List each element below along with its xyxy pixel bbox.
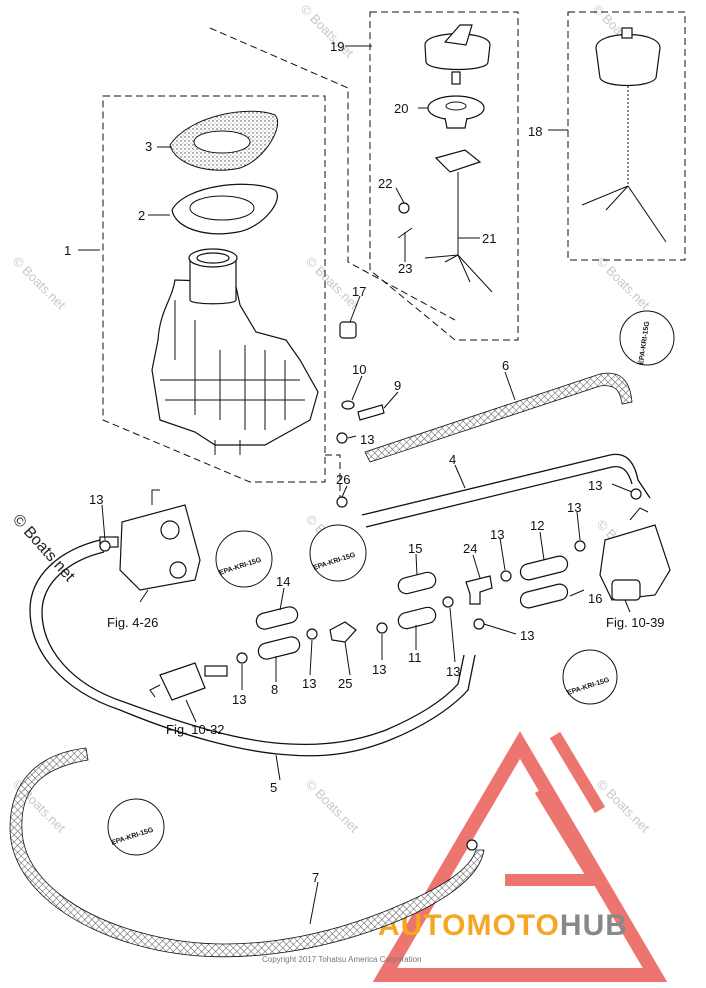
callout-17: 17 [352, 284, 366, 299]
gauge-washer [398, 202, 410, 214]
epa-tag: EPA-KRI-15G [107, 798, 165, 856]
fuel-filter-assembly [599, 507, 671, 601]
brand-part-moto: MOTO [466, 909, 559, 942]
callout-26: 26 [336, 472, 350, 487]
watermark-text: © Boats.net [303, 777, 362, 836]
group-outlines [102, 11, 686, 500]
gauge-group-box [369, 11, 519, 341]
brand-logo-mark [372, 731, 668, 982]
callout-18: 18 [528, 124, 542, 139]
callout-16: 16 [588, 591, 602, 606]
fig-ref-4-26: Fig. 4-26 [107, 615, 158, 630]
tee-joint [465, 575, 493, 605]
watermark-side-text: © Boats.net [9, 511, 78, 585]
callout-1: 1 [64, 243, 71, 258]
brand-logo: AUTOMOTOHUB [372, 731, 668, 982]
callout-12: 12 [530, 518, 544, 533]
epa-tag: EPA-KRI-15G [215, 530, 273, 588]
callout-7: 7 [312, 870, 319, 885]
fig-ref-10-39: Fig. 10-39 [606, 615, 665, 630]
callout-13-a: 13 [89, 492, 103, 507]
hose-16 [519, 583, 569, 609]
callout-22: 22 [378, 176, 392, 191]
callout-9: 9 [394, 378, 401, 393]
fig-ref-10-32: Fig. 10-32 [166, 722, 225, 737]
gauge-gasket [427, 95, 485, 129]
callout-20: 20 [394, 101, 408, 116]
callout-13-b: 13 [360, 432, 374, 447]
tank-group-box [102, 95, 326, 483]
watermark-layer: © Boats.net © Boats.net © Boats.net © Bo… [9, 2, 653, 836]
callout-25: 25 [338, 676, 352, 691]
callout-13-i: 13 [302, 676, 316, 691]
tank-bolt [357, 404, 385, 421]
fuel-gauge-float [424, 149, 493, 293]
hose-14 [255, 606, 299, 630]
epa-tag: EPA-KRI-15G [309, 524, 367, 582]
tank-cap-with-chain [581, 27, 667, 243]
cap-group-box [567, 11, 686, 261]
callout-14: 14 [276, 574, 290, 589]
small-hoses [255, 555, 569, 660]
hose-7 [9, 747, 485, 958]
callout-13-f: 13 [520, 628, 534, 643]
brand-part-hub: HUB [560, 909, 628, 942]
epa-tag: EPA-KRI-15G [619, 310, 675, 366]
callouts: 1 2 3 4 5 6 7 8 9 10 11 12 13 13 13 13 1… [64, 39, 602, 885]
callout-11: 11 [408, 650, 422, 665]
callout-21: 21 [482, 231, 496, 246]
callout-13-d: 13 [567, 500, 581, 515]
tank-washer [341, 400, 355, 410]
callout-13-e: 13 [490, 527, 504, 542]
callout-4: 4 [449, 452, 456, 467]
epa-tag: EPA-KRI-15G [562, 649, 618, 705]
figure-references: Fig. 4-26 Fig. 10-39 Fig. 10-32 [107, 615, 665, 737]
hose-clamps [99, 432, 642, 851]
callout-2: 2 [138, 208, 145, 223]
callout-13-c: 13 [588, 478, 602, 493]
callout-13-j: 13 [232, 692, 246, 707]
watermark-text: © Boats.net [298, 2, 357, 61]
watermark-text: © Boats.net [594, 254, 653, 313]
callout-5: 5 [270, 780, 277, 795]
copyright-notice: Copyright 2017 Tohatsu America Corporati… [262, 955, 422, 964]
callout-3: 3 [145, 139, 152, 154]
tank-gasket [169, 110, 278, 171]
gauge-cap [424, 24, 491, 85]
hose-4 [361, 453, 651, 516]
tank-collar [339, 321, 357, 339]
callout-19: 19 [330, 39, 344, 54]
callout-15: 15 [408, 541, 422, 556]
watermark-text: © Boats.net [10, 254, 69, 313]
callout-10: 10 [352, 362, 366, 377]
tank-ring [171, 183, 278, 235]
hose-8 [257, 636, 301, 660]
callout-24: 24 [463, 541, 477, 556]
fuel-tank [151, 248, 319, 455]
callout-8: 8 [271, 682, 278, 697]
hose-12 [519, 555, 569, 581]
callout-6: 6 [502, 358, 509, 373]
callout-13-h: 13 [372, 662, 386, 677]
svg-text:AUTOMOTOHUB: AUTOMOTOHUB [378, 909, 628, 942]
hose-5 [29, 539, 476, 757]
hose-11 [397, 606, 437, 630]
hose-15 [397, 571, 437, 595]
callout-23: 23 [398, 261, 412, 276]
fuel-pump [99, 489, 201, 591]
check-valve [329, 621, 357, 643]
fuel-connector [149, 662, 228, 701]
leader-lines [78, 45, 633, 925]
hose-6 [364, 372, 633, 463]
callout-13-g: 13 [446, 664, 460, 679]
